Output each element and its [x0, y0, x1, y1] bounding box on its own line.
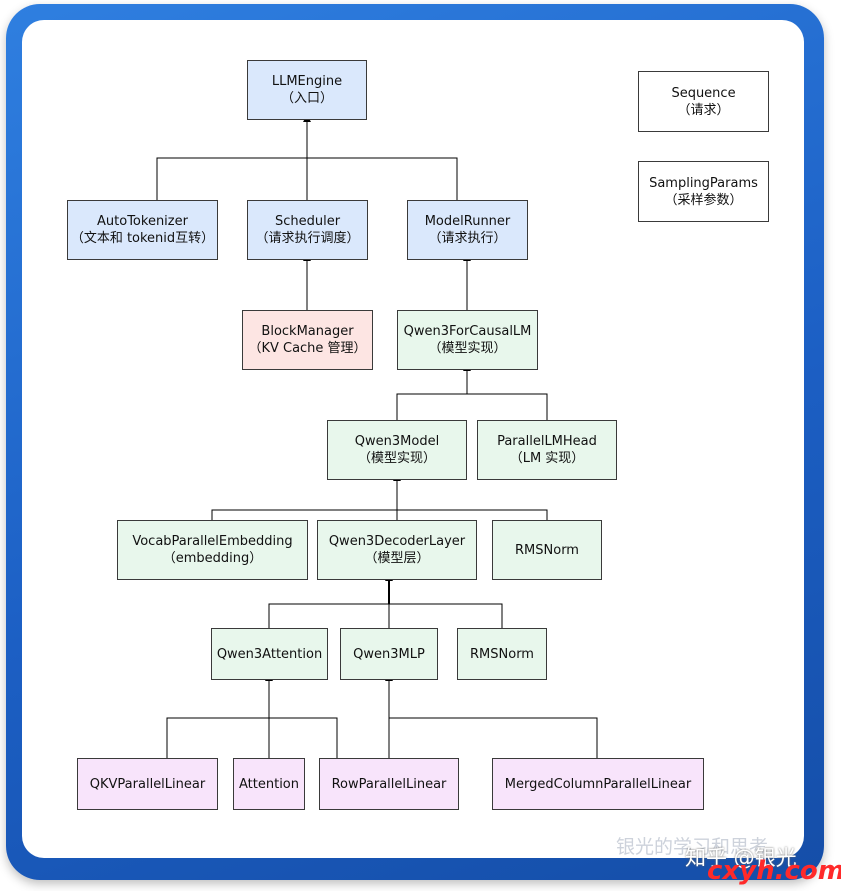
vocab-embedding-desc: （embedding）: [162, 551, 263, 566]
model-runner-desc: （请求执行）: [428, 231, 507, 246]
auto-tokenizer-box: AutoTokenizer （文本和 tokenid互转）: [67, 200, 218, 260]
qwen3-causal-lm-box: Qwen3ForCausalLM （模型实现）: [397, 310, 538, 370]
qwen3-causal-lm-desc: （模型实现）: [428, 341, 507, 356]
sampling-params-desc: （采样参数）: [664, 192, 743, 208]
parallel-lm-head-desc: （LM 实现）: [509, 451, 585, 466]
attention-name: Attention: [239, 776, 299, 792]
decoder-layer-desc: （模型层）: [364, 551, 430, 566]
qkv-linear-name: QKVParallelLinear: [89, 776, 206, 792]
vocab-embedding-box: VocabParallelEmbedding （embedding）: [117, 520, 308, 580]
sequence-name: Sequence: [671, 85, 736, 101]
qwen3-model-name: Qwen3Model: [354, 434, 440, 449]
qkv-linear-box: QKVParallelLinear: [77, 758, 218, 810]
block-manager-desc: （KV Cache 管理）: [248, 341, 367, 356]
sampling-params-name: SamplingParams: [649, 175, 758, 191]
auto-tokenizer-name: AutoTokenizer: [97, 214, 188, 229]
sampling-params-box: SamplingParams （采样参数）: [638, 161, 769, 222]
connector-decoder: [268, 603, 503, 628]
model-runner-box: ModelRunner （请求执行）: [407, 200, 528, 260]
parallel-lm-head-name: ParallelLMHead: [497, 434, 597, 449]
rmsnorm-name-2: RMSNorm: [470, 646, 534, 662]
qwen3-attention-box: Qwen3Attention: [211, 628, 328, 680]
rmsnorm-name-1: RMSNorm: [515, 542, 579, 558]
qwen3-mlp-box: Qwen3MLP: [340, 628, 438, 680]
scheduler-desc: （请求执行调度）: [255, 231, 360, 246]
connector-causal-lm: [396, 393, 548, 420]
row-linear-name: RowParallelLinear: [331, 776, 447, 792]
merged-linear-box: MergedColumnParallelLinear: [492, 758, 704, 810]
vocab-embedding-name: VocabParallelEmbedding: [132, 534, 293, 549]
sequence-box: Sequence （请求）: [638, 71, 769, 132]
qwen3-model-desc: （模型实现）: [357, 451, 436, 466]
row-linear-box: RowParallelLinear: [319, 758, 459, 810]
scheduler-name: Scheduler: [274, 214, 341, 229]
model-runner-name: ModelRunner: [424, 214, 511, 229]
sequence-desc: （请求）: [677, 102, 730, 118]
block-manager-name: BlockManager: [261, 324, 354, 339]
qwen3-causal-lm-name: Qwen3ForCausalLM: [403, 324, 532, 339]
block-manager-box: BlockManager （KV Cache 管理）: [242, 310, 373, 370]
connector-qwen3-model: [211, 509, 548, 520]
rmsnorm-box-2: RMSNorm: [457, 628, 547, 680]
scheduler-box: Scheduler （请求执行调度）: [247, 200, 368, 260]
attention-box: Attention: [233, 758, 305, 810]
qwen3-attention-name: Qwen3Attention: [216, 646, 323, 662]
parallel-lm-head-box: ParallelLMHead （LM 实现）: [477, 420, 617, 480]
auto-tokenizer-desc: （文本和 tokenid互转）: [70, 231, 215, 246]
watermark-zhihu: 知乎 @银光: [685, 846, 797, 870]
watermark-site: cxyh.com: [707, 856, 841, 886]
qwen3-mlp-name: Qwen3MLP: [353, 646, 425, 662]
llm-engine-name: LLMEngine: [271, 74, 343, 89]
decoder-layer-box: Qwen3DecoderLayer （模型层）: [317, 520, 477, 580]
llm-engine-box: LLMEngine （入口）: [247, 60, 367, 120]
qwen3-model-box: Qwen3Model （模型实现）: [327, 420, 467, 480]
decoder-layer-name: Qwen3DecoderLayer: [328, 534, 466, 549]
connector-mlp: [388, 717, 598, 758]
watermark-blog: 银光的学习和思考: [616, 836, 769, 858]
llm-engine-desc: （入口）: [280, 91, 333, 106]
merged-linear-name: MergedColumnParallelLinear: [504, 776, 692, 792]
rmsnorm-box-1: RMSNorm: [492, 520, 602, 580]
connector-attention: [166, 717, 338, 758]
connector-engine: [156, 157, 458, 200]
